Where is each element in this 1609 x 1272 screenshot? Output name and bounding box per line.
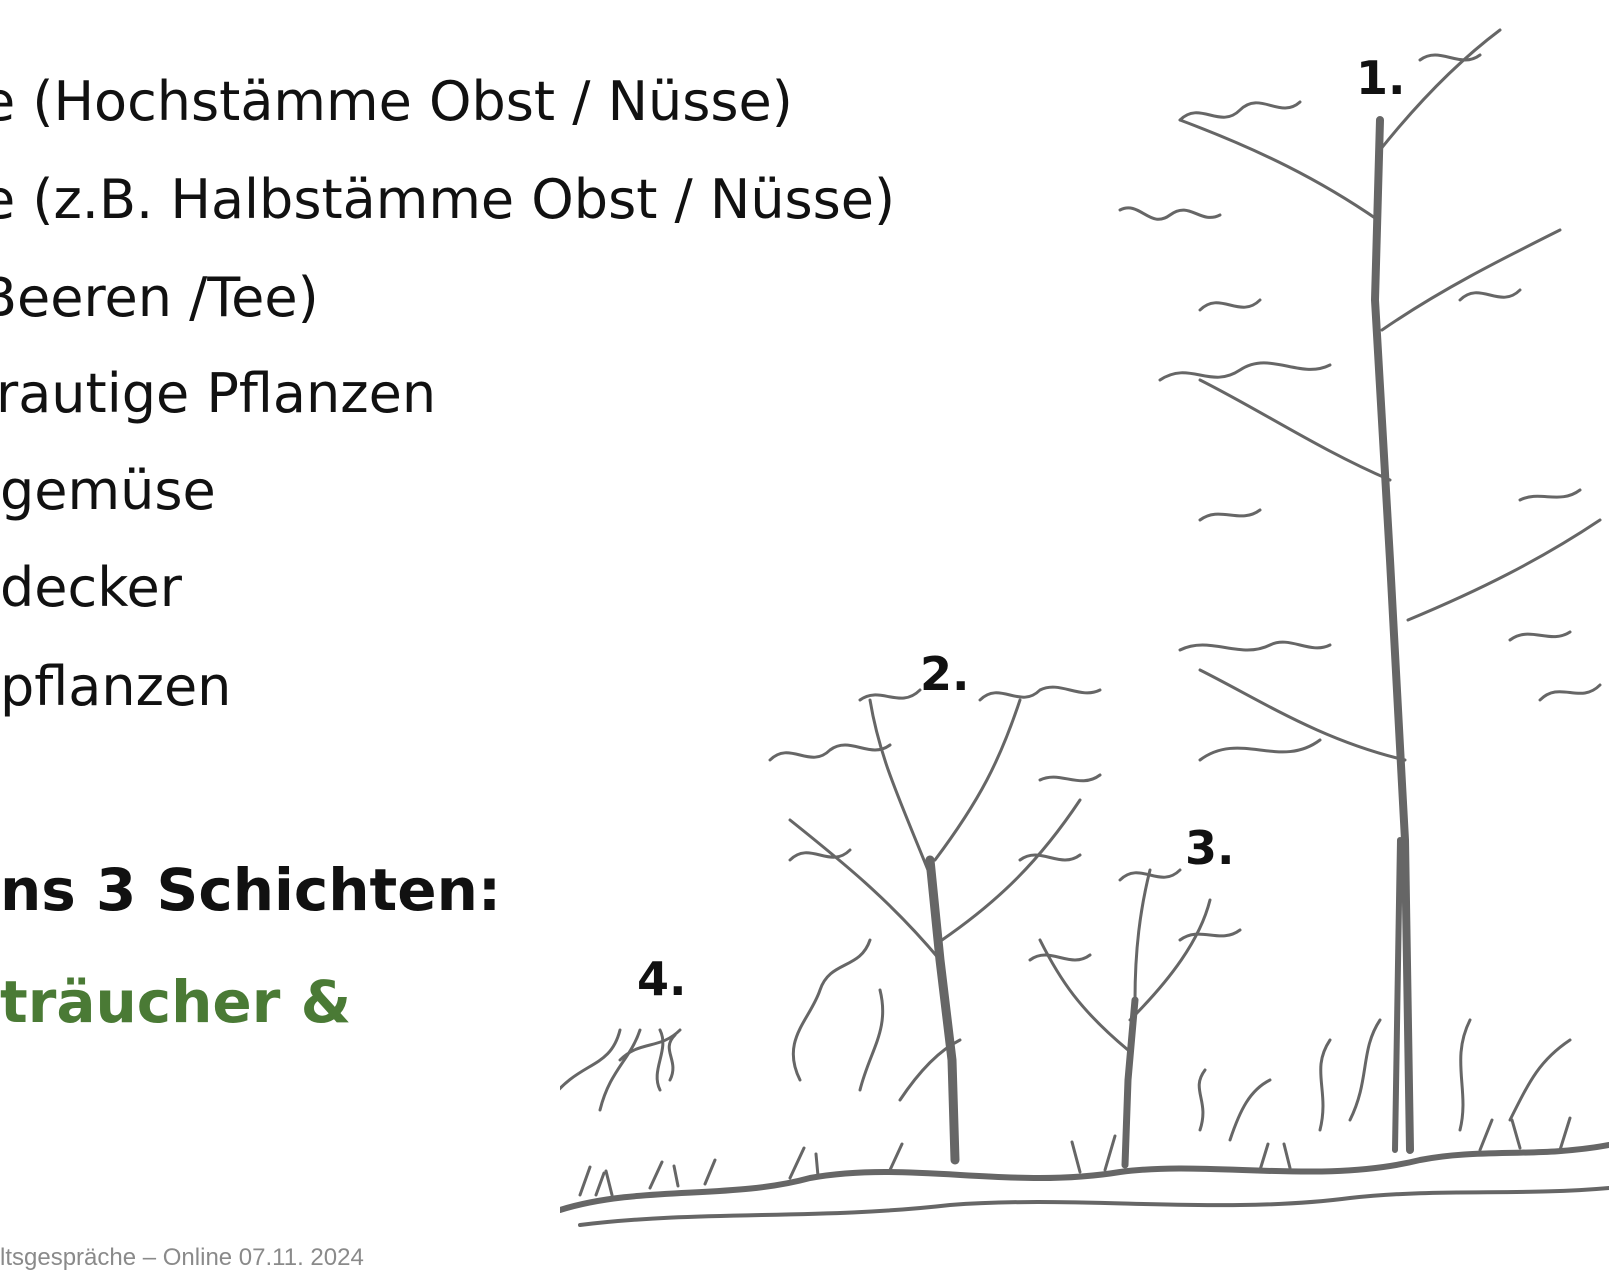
- marker-2: 2.: [920, 647, 969, 701]
- forest-garden-sketch: 1. 2. 3. 4.: [560, 0, 1609, 1261]
- layer-item-3: Beeren /Tee): [0, 268, 319, 328]
- marker-1: 1.: [1356, 51, 1405, 105]
- tree-layers-illustration: 1. 2. 3. 4.: [560, 0, 1609, 1261]
- marker-3: 3.: [1185, 821, 1234, 875]
- layer-item-7: pflanzen: [0, 657, 231, 717]
- summary-green-text: träucher &: [0, 970, 351, 1034]
- layer-item-4: rautige Pflanzen: [0, 364, 436, 424]
- marker-4: 4.: [637, 952, 686, 1006]
- summary-heading: ns 3 Schichten:: [0, 858, 501, 922]
- footer-text: ltsgespräche – Online 07.11. 2024: [0, 1244, 364, 1272]
- layer-item-6: decker: [0, 558, 182, 618]
- layer-item-5: gemüse: [0, 461, 216, 521]
